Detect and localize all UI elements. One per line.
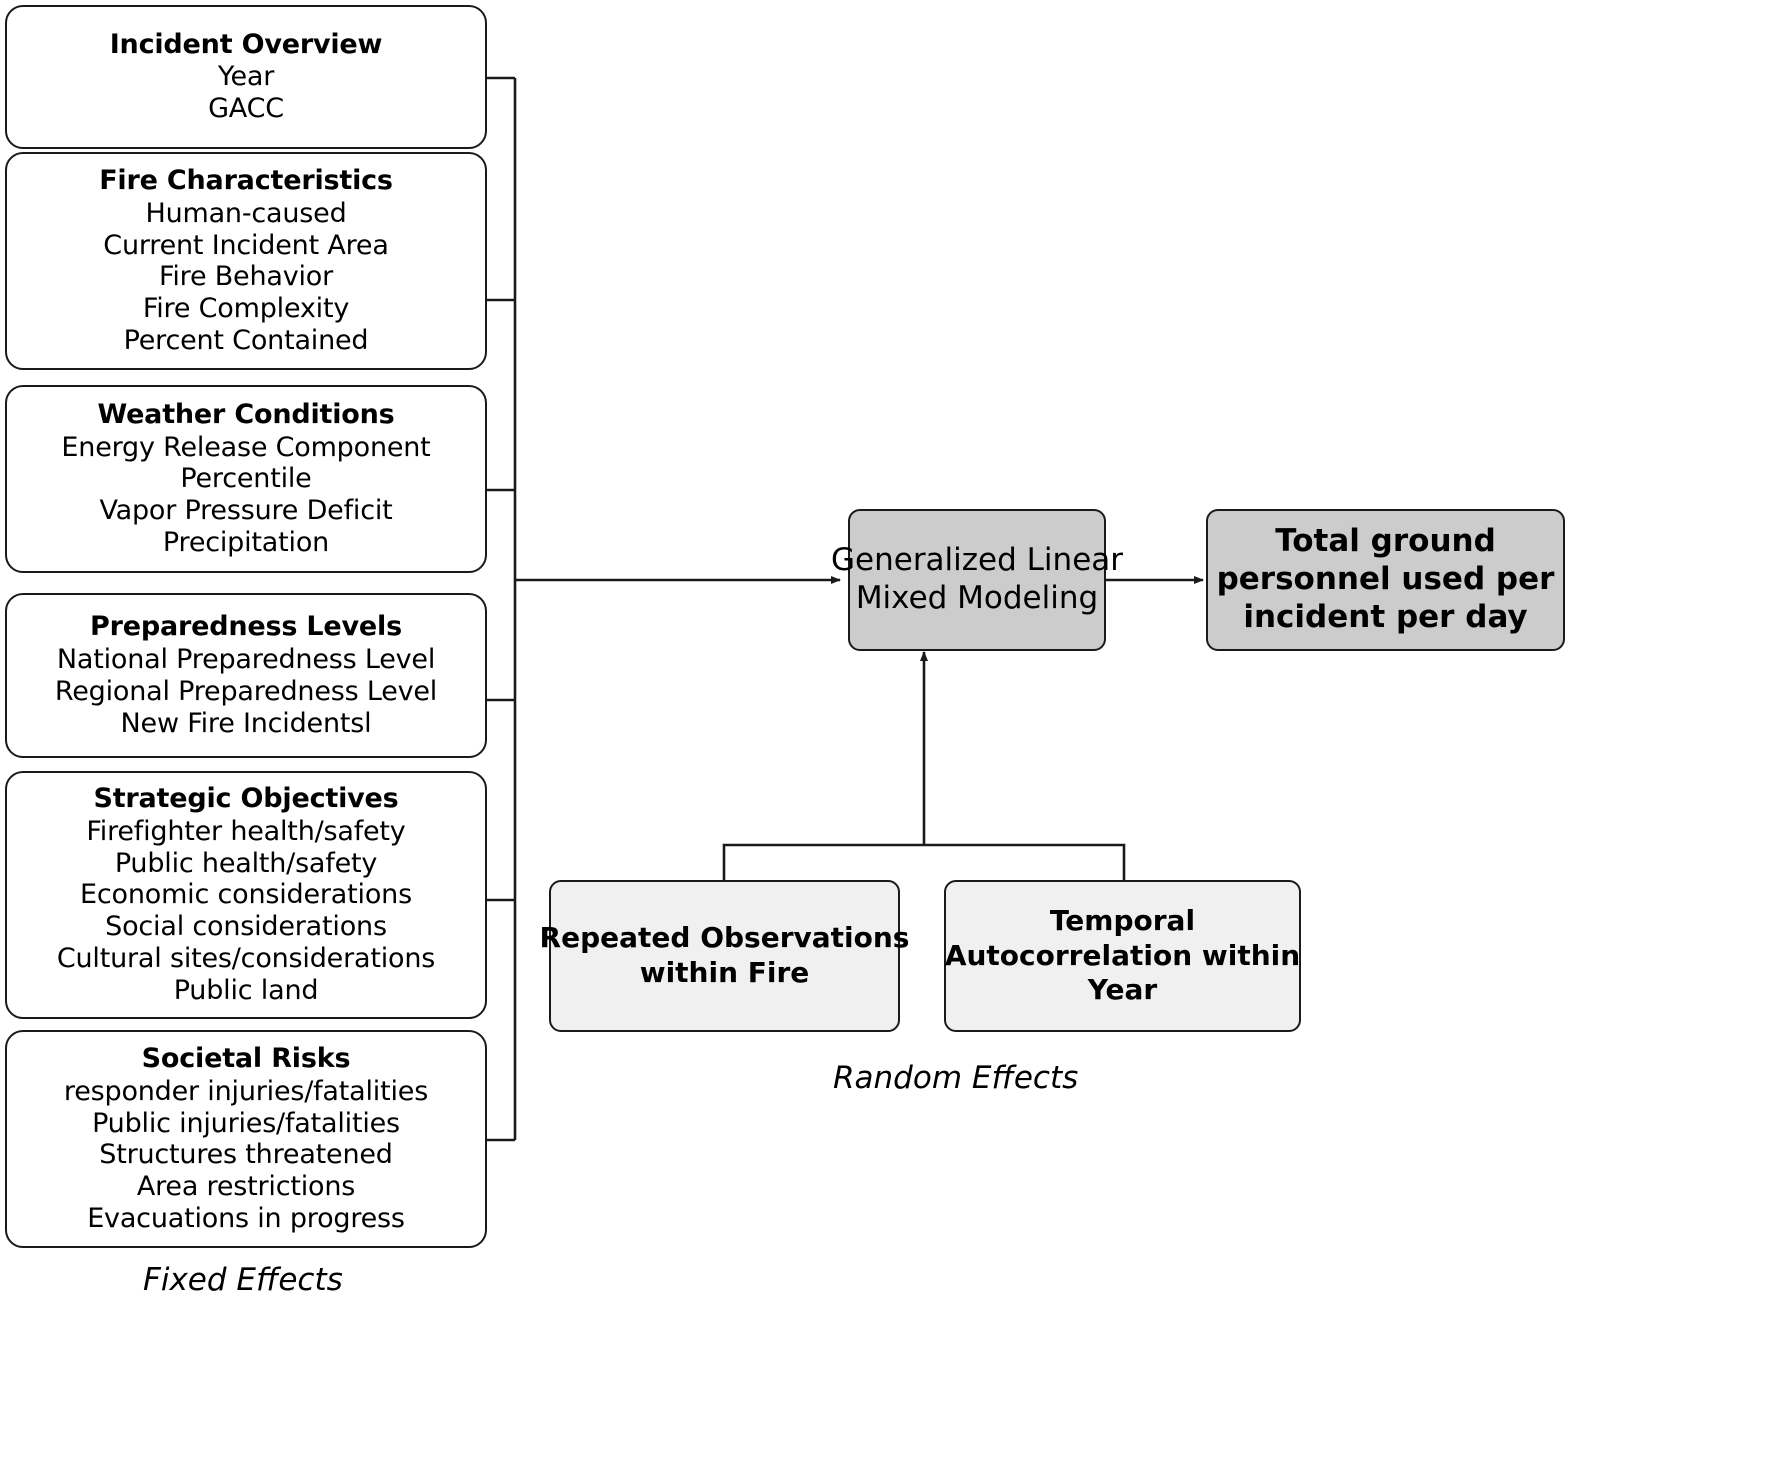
random-effect-node-temporal-autocorrelation[interactable]: Temporal Autocorrelation within Year: [944, 880, 1301, 1032]
fixed-effects-caption: Fixed Effects: [143, 1262, 343, 1298]
card-item: Precipitation: [162, 527, 330, 559]
outcome-line: incident per day: [1243, 598, 1528, 635]
random-effect-line: within Fire: [639, 956, 810, 989]
card-title: Societal Risks: [141, 1043, 351, 1075]
card-item: GACC: [208, 93, 284, 125]
random-effect-line: Autocorrelation within: [944, 938, 1301, 972]
card-item: Current Incident Area: [103, 229, 389, 261]
card-item: Cultural sites/considerations: [56, 943, 436, 975]
card-item: Evacuations in progress: [87, 1203, 405, 1235]
card-item: Public land: [173, 975, 319, 1006]
random-effect-node-repeated-observations[interactable]: Repeated Observations within Fire: [540, 880, 909, 1032]
card-item: responder injuries/fatalities: [63, 1075, 429, 1107]
card-item: Economic considerations: [80, 879, 412, 911]
card-item: Public health/safety: [114, 847, 378, 879]
fixed-effect-card-societal-risks[interactable]: Societal Risks responder injuries/fatali…: [5, 1030, 487, 1248]
fixed-effect-card-fire-characteristics[interactable]: Fire Characteristics Human-caused Curren…: [5, 152, 487, 370]
random-effect-line: Temporal: [1049, 903, 1196, 937]
card-item: Fire Behavior: [158, 261, 334, 293]
card-item: Human-caused: [145, 197, 347, 229]
card-title: Strategic Objectives: [93, 783, 399, 815]
card-item: Area restrictions: [136, 1171, 356, 1203]
outcome-node-total-ground-personnel[interactable]: Total ground personnel used per incident…: [1206, 509, 1565, 651]
process-node-glmm[interactable]: Generalized Linear Mixed Modeling: [831, 509, 1123, 651]
card-item: National Preparedness Level: [56, 644, 436, 675]
fixed-effect-card-weather-conditions[interactable]: Weather Conditions Energy Release Compon…: [5, 385, 487, 573]
card-item: Vapor Pressure Deficit: [99, 495, 393, 527]
fixed-effect-card-incident-overview[interactable]: Incident Overview Year GACC: [5, 5, 487, 149]
fixed-effect-card-preparedness-levels[interactable]: Preparedness Levels National Preparednes…: [5, 593, 487, 758]
outcome-line: Total ground: [1275, 523, 1496, 560]
card-title: Preparedness Levels: [90, 611, 402, 643]
card-item: Regional Preparedness Level: [54, 675, 438, 707]
card-item: Structures threatened: [99, 1139, 393, 1171]
card-title: Weather Conditions: [97, 398, 395, 430]
card-item: Firefighter health/safety: [86, 815, 406, 847]
card-title: Fire Characteristics: [99, 165, 393, 197]
process-line: Mixed Modeling: [855, 580, 1099, 616]
card-item: Year: [217, 61, 275, 93]
card-title: Incident Overview: [109, 28, 383, 60]
card-item: Social considerations: [105, 911, 387, 943]
card-item: Public injuries/fatalities: [92, 1107, 400, 1139]
card-item: Percent Contained: [123, 325, 369, 357]
process-line: Generalized Linear: [831, 542, 1124, 579]
card-item: New Fire Incidentsl: [120, 707, 372, 739]
fixed-effect-card-strategic-objectives[interactable]: Strategic Objectives Firefighter health/…: [5, 771, 487, 1019]
random-effects-caption: Random Effects: [833, 1060, 1079, 1096]
card-item: Fire Complexity: [142, 293, 350, 325]
random-effect-line: Year: [1087, 973, 1158, 1007]
card-item: Percentile: [180, 463, 312, 495]
random-effect-line: Repeated Observations: [539, 921, 910, 955]
outcome-line: personnel used per: [1216, 561, 1555, 598]
card-item: Energy Release Component: [61, 431, 431, 463]
